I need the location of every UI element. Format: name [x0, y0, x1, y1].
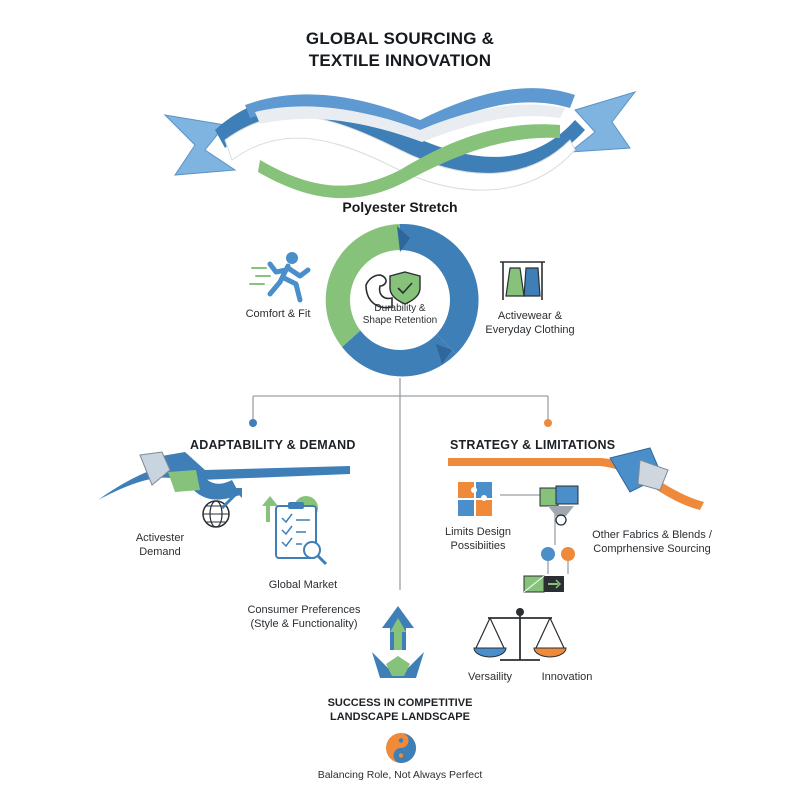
left-branch-node — [249, 419, 257, 427]
strategy-heading: STRATEGY & LIMITATIONS — [450, 438, 616, 452]
consumer-preferences-line-1: Consumer Preferences — [247, 604, 361, 616]
limits-design-line-2: Possibiities — [450, 540, 506, 552]
other-fabrics-line-1: Other Fabrics & Blends / — [592, 529, 712, 541]
title-line-2: TEXTILE INNOVATION — [308, 51, 492, 70]
core-label-line-2: Shape Retention — [362, 315, 438, 326]
activewear-label-line-1: Activewear & — [497, 310, 563, 322]
success-arrow-icon — [372, 606, 424, 678]
right-ribbon-graphic — [448, 447, 704, 510]
activewear-label-line-2: Everyday Clothing — [485, 324, 575, 336]
balancing-role-label: Balancing Role, Not Always Perfect — [317, 769, 483, 781]
limits-design-line-1: Limits Design — [444, 526, 512, 538]
center-heading: Polyester Stretch — [342, 199, 458, 215]
consumer-preferences-line-2: (Style & Functionality) — [250, 618, 358, 630]
success-heading-line-1: SUCCESS IN COMPETITIVE — [327, 697, 473, 709]
clipboard-checklist-icon — [262, 496, 328, 566]
left-ribbon-graphic — [98, 451, 350, 500]
demand-label-line-1: Activester — [135, 532, 185, 544]
adaptability-heading: ADAPTABILITY & DEMAND — [190, 438, 356, 452]
muscle-arm-icon — [365, 274, 393, 309]
success-heading-line-2: LANDSCAPE LANDSCAPE — [330, 711, 470, 723]
running-person-icon — [249, 252, 311, 303]
infinity-ribbon-graphic — [163, 88, 637, 199]
innovation-label: Innovation — [541, 671, 593, 683]
comfort-fit-label: Comfort & Fit — [245, 308, 311, 320]
yin-yang-icon — [386, 733, 416, 763]
other-fabrics-line-2: Comprhensive Sourcing — [593, 543, 711, 555]
clothing-rack-icon — [500, 261, 545, 300]
global-market-label: Global Market — [268, 579, 338, 591]
shield-check-icon — [389, 271, 421, 305]
right-branch-node — [544, 419, 552, 427]
title-line-1: GLOBAL SOURCING & — [305, 29, 495, 48]
core-label-line-1: Durability & — [374, 303, 426, 314]
globe-arrow-icon — [202, 488, 242, 528]
demand-label-line-2: Demand — [139, 546, 181, 558]
polyester-stretch-ring — [325, 223, 479, 377]
flow-diagram-icon — [523, 547, 575, 593]
puzzle-pieces-icon — [458, 482, 492, 516]
branch-connectors — [252, 378, 556, 590]
versatility-label: Versaility — [467, 671, 513, 683]
fabric-sourcing-icon — [539, 485, 579, 526]
balance-scale-icon — [473, 608, 567, 661]
